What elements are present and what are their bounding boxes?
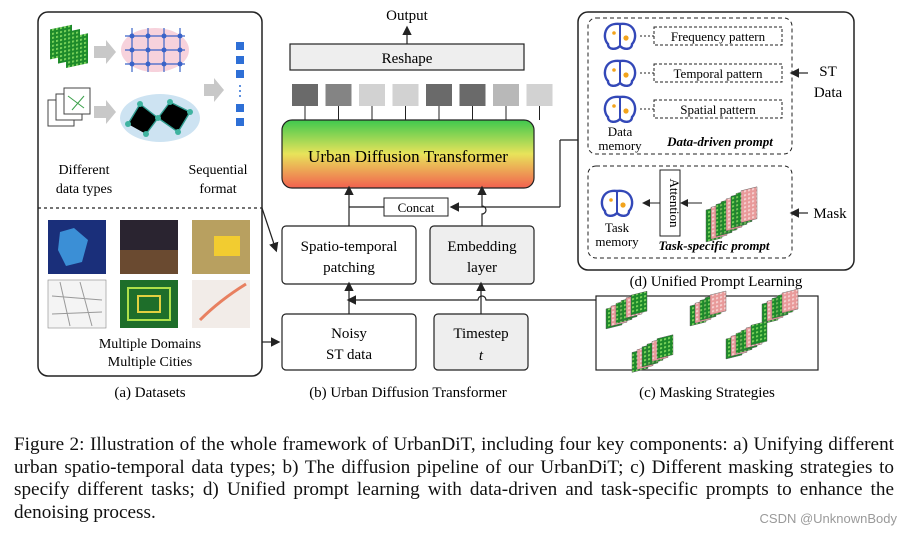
data-driven-box [587,17,793,155]
dataset-thumbnails [47,220,250,329]
output-tokens [292,84,553,120]
output-token [325,84,352,106]
panel-a-datasets: Different data types Sequential format M… [37,11,263,401]
mask-frame [656,334,674,359]
mask-stacks [605,288,799,373]
data-memory-label-1: Data [608,124,633,139]
timestep-label: Timestep [453,326,508,342]
panel-b-transformer: Output Reshape Urban Diffusion Transform… [281,8,596,401]
task-memory-label-2: memory [595,234,639,249]
urban-diffusion-transformer-box [281,119,535,189]
mask-stack [631,334,674,373]
task-mask-stack [705,186,758,243]
noisy-label-1: Noisy [331,326,367,342]
patching-label-2: patching [323,260,375,276]
st-data-label-1: ST [819,64,837,80]
mask-frame [740,186,758,223]
mask-frame [709,290,727,316]
output-token [459,84,486,106]
brain-icon [600,189,634,217]
output-label: Output [386,8,429,24]
arrow-icon [204,78,224,102]
patching-label-1: Spatio-temporal [301,239,398,255]
st-data-label-2: Data [814,85,843,101]
embedding-label-1: Embedding [447,239,517,255]
panel-a-label: (a) Datasets [114,385,185,401]
embedding-label-2: layer [467,260,497,276]
grid-graph-icon [121,28,189,72]
graph-data-icon [47,87,91,127]
mask-frame [630,290,648,316]
mask-label: Mask [813,206,847,222]
noisy-label-2: ST data [326,347,372,363]
output-token [392,84,419,106]
multiple-cities-label: Multiple Cities [108,355,192,370]
reshape-label: Reshape [382,51,433,67]
panel-d-prompt: Frequency pattern Temporal pattern Spati… [577,11,855,290]
transformer-label: Urban Diffusion Transformer [308,147,508,166]
concat-label: Concat [398,200,435,215]
timestep-symbol: t [479,348,484,364]
mask-stack [605,290,648,330]
attention-label: Attention [667,178,682,228]
different-data-types-label-2: data types [56,182,112,197]
brain-icons [600,22,637,217]
road-map-thumbnail [47,279,107,329]
mask-frame [750,321,768,346]
multiple-domains-label: Multiple Domains [99,337,201,352]
figure-caption: Figure 2: Illustration of the whole fram… [14,434,894,523]
a-to-b-arrows [261,207,281,347]
reshape-box [289,43,525,71]
task-specific-prompt-label: Task-specific prompt [658,238,769,253]
output-token [292,84,318,106]
mask-stack [725,321,768,360]
brain-icon [603,95,637,123]
mask-stack [705,186,758,243]
b-connectors [344,139,596,314]
network-graph-icon [120,94,200,142]
sequential-cubes-icon [236,42,244,126]
data-memory-label-2: memory [598,138,642,153]
output-token [426,84,452,106]
brain-icon [603,59,637,87]
data-driven-prompt-label: Data-driven prompt [666,134,773,149]
watermark: CSDN @UnknownBody [759,511,897,526]
mask-stack [689,290,727,327]
temporal-pattern-label: Temporal pattern [674,66,763,81]
output-token [526,84,553,106]
frequency-pattern-label: Frequency pattern [671,29,766,44]
task-memory-label-1: Task [605,220,630,235]
brain-icon [603,22,637,50]
sequential-format-label-2: format [199,182,236,197]
output-token [493,84,519,106]
panel-b-label: (b) Urban Diffusion Transformer [309,385,507,401]
spatial-pattern-label: Spatial pattern [680,102,756,117]
grid-data-icon [50,24,88,68]
arrow-icon [94,40,116,64]
panel-c-label: (c) Masking Strategies [639,385,775,401]
mask-stack [761,288,799,325]
different-data-types-label-1: Different [58,163,109,178]
pattern-boxes [640,26,783,119]
panel-d-label: (d) Unified Prompt Learning [630,274,803,290]
sequential-format-label-1: Sequential [188,163,247,178]
output-token [359,84,385,106]
panel-c-masking: (c) Masking Strategies [595,288,819,401]
arrow-icon [94,100,116,124]
mask-frame [781,288,799,314]
